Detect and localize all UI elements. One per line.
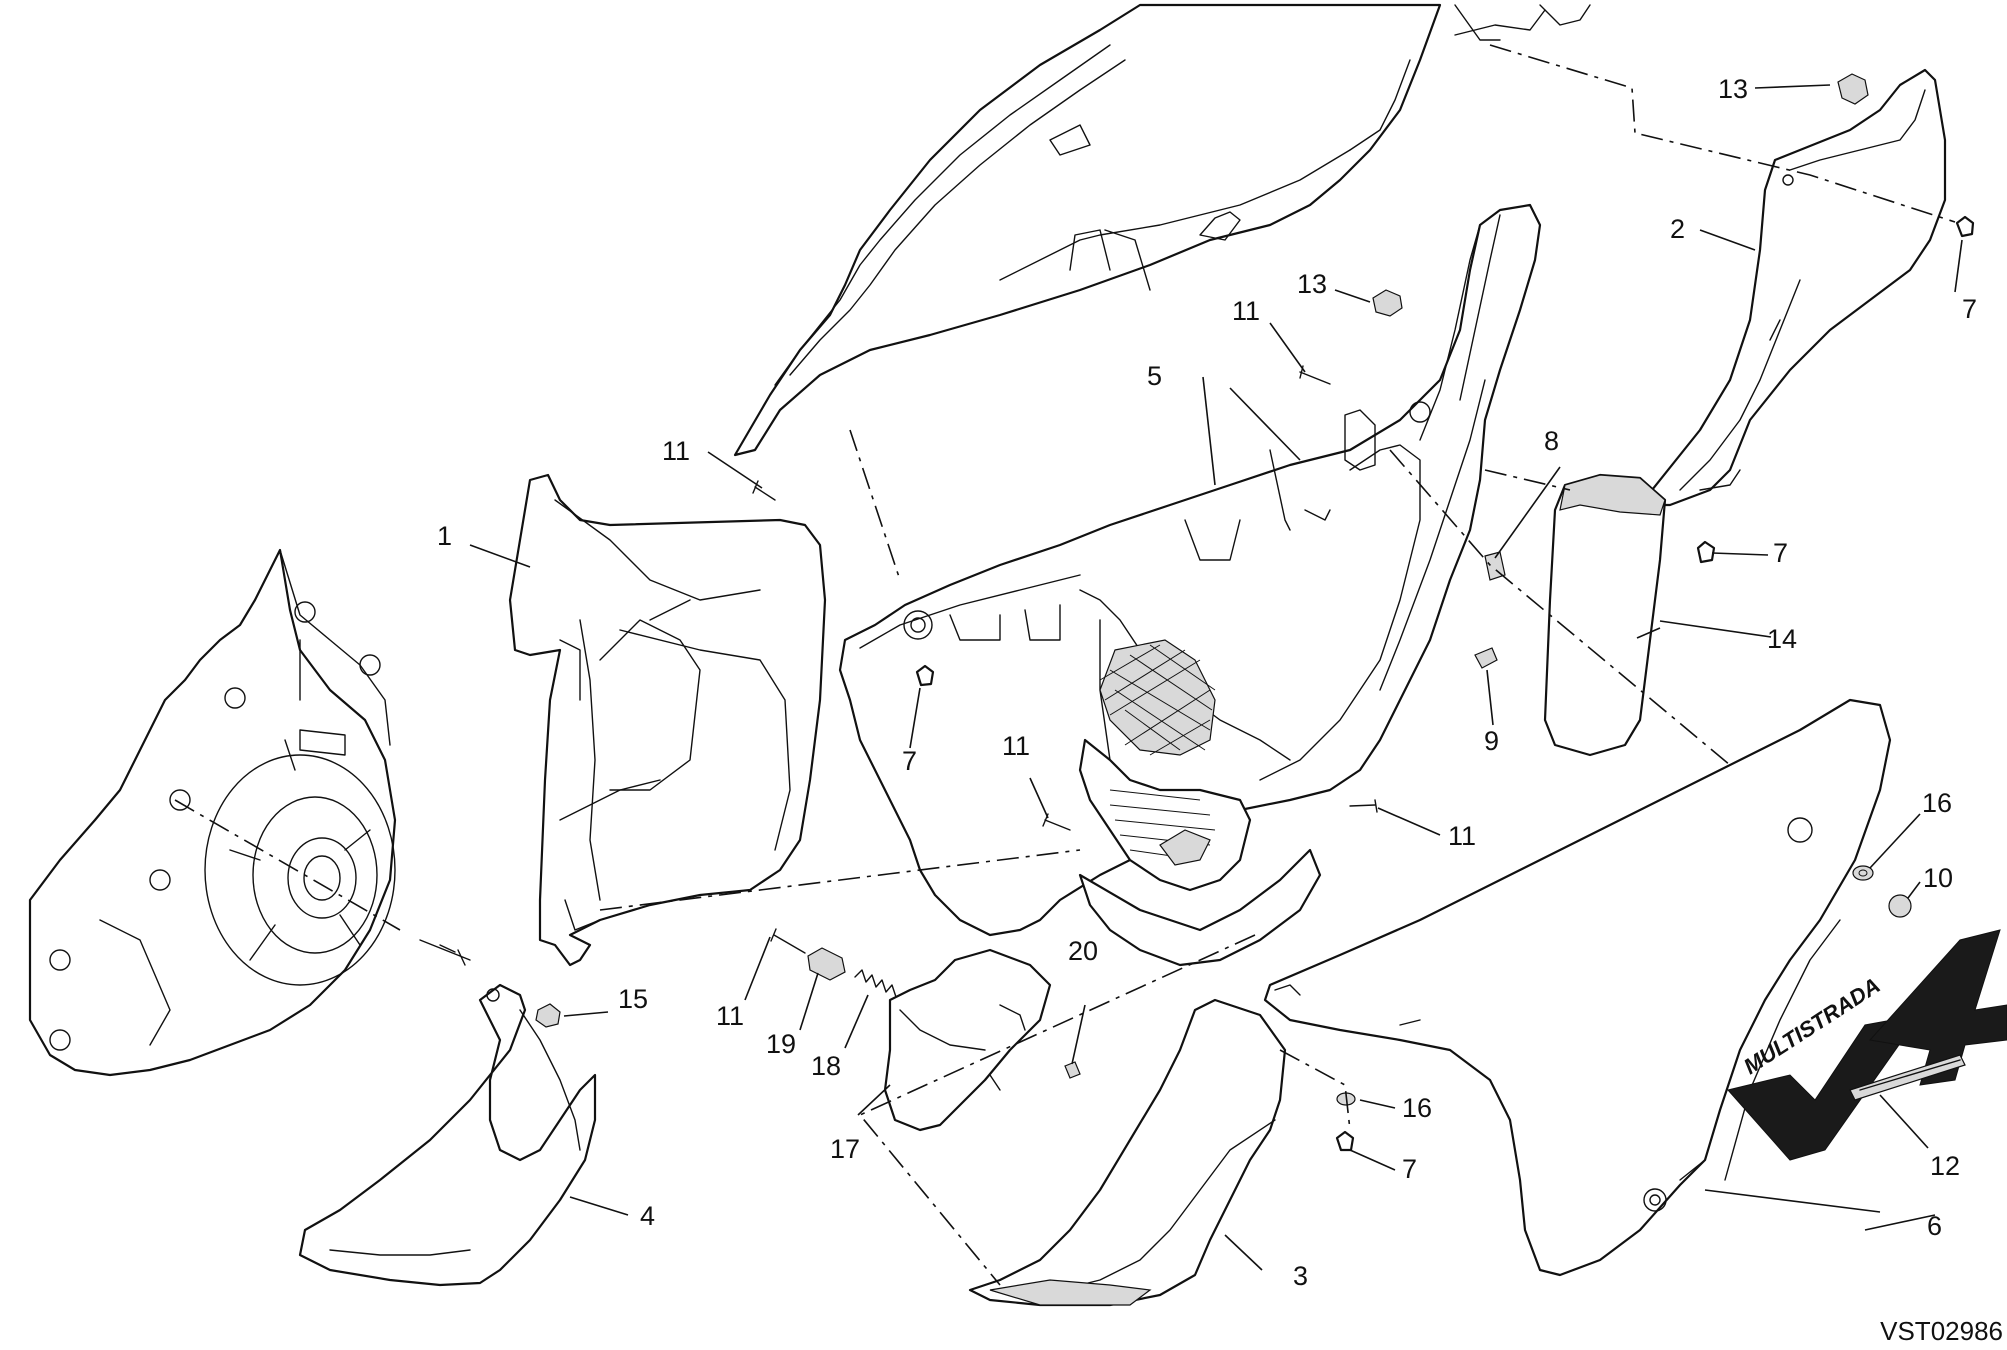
callout-11-e: 11 xyxy=(716,1001,744,1031)
callout-2: 2 xyxy=(1670,214,1685,244)
screw-10 xyxy=(1888,894,1912,918)
mesh-grille xyxy=(1099,639,1216,756)
callout-19: 19 xyxy=(766,1029,796,1059)
part-3-lower-middle-panel xyxy=(968,998,1287,1307)
stud-bolt xyxy=(419,939,471,966)
screw-7-right xyxy=(1696,540,1716,564)
callout-18: 18 xyxy=(811,1051,841,1081)
callout-13-mid: 13 xyxy=(1297,269,1327,299)
lower-vent xyxy=(1078,738,1252,892)
part-5-central-inner-fairing xyxy=(838,203,1542,967)
callout-7-low: 7 xyxy=(1402,1154,1417,1184)
clip-20 xyxy=(1064,1061,1081,1079)
spring-18 xyxy=(854,969,897,998)
callout-11-b: 11 xyxy=(662,436,690,466)
clip-9 xyxy=(1474,647,1498,669)
part-4-lower-left-panel xyxy=(298,983,597,1287)
part-14-side-pad xyxy=(1543,473,1667,757)
assembly-lines xyxy=(174,44,1956,1286)
rubber-grommet-13-top xyxy=(1837,73,1869,105)
callout-11-c: 11 xyxy=(1002,731,1030,761)
bolt-11-e xyxy=(770,928,806,954)
callout-17: 17 xyxy=(830,1134,860,1164)
callout-5: 5 xyxy=(1147,361,1162,391)
callout-9: 9 xyxy=(1484,726,1499,756)
engine-side-cover xyxy=(28,548,397,1077)
bolt-11-b xyxy=(752,480,776,501)
bolt-11-a xyxy=(1299,365,1331,385)
callout-16-upper: 16 xyxy=(1922,788,1952,818)
nut-15 xyxy=(535,1003,561,1028)
callout-3: 3 xyxy=(1293,1261,1308,1291)
screw-7-top xyxy=(1955,215,1975,238)
callout-20: 20 xyxy=(1068,936,1098,966)
callout-15: 15 xyxy=(618,984,648,1014)
callout-6: 6 xyxy=(1927,1211,1942,1241)
callout-14: 14 xyxy=(1767,624,1797,654)
upper-fairing-panel xyxy=(733,3,1591,457)
callout-8: 8 xyxy=(1544,426,1559,456)
callout-16-lower: 16 xyxy=(1402,1093,1432,1123)
fasteners xyxy=(419,73,1975,1231)
callout-13-top: 13 xyxy=(1718,74,1748,104)
part-1-inner-panel xyxy=(508,473,827,967)
callout-7-right: 7 xyxy=(1773,538,1788,568)
callout-11-d: 11 xyxy=(1448,821,1476,851)
rubber-grommet-13-mid xyxy=(1372,289,1403,317)
callout-labels: 1 2 3 4 5 6 7 7 7 7 8 9 10 11 11 11 11 1… xyxy=(437,74,1977,1291)
screw-7-mid xyxy=(915,664,935,687)
drawing-code: VST02986 xyxy=(1880,1316,2003,1346)
part-2-upper-side-panel xyxy=(1638,68,1947,507)
bolt-11-d xyxy=(1349,799,1378,813)
leader-lines xyxy=(469,84,1963,1271)
screw-7-low xyxy=(1335,1130,1355,1152)
callout-4: 4 xyxy=(640,1201,655,1231)
callout-11-a: 11 xyxy=(1232,296,1260,326)
decal-model-number: V4 xyxy=(0,0,2,1)
callout-12: 12 xyxy=(1930,1151,1960,1181)
washer-16-upper xyxy=(1852,865,1874,881)
spacer-19 xyxy=(807,947,846,981)
callout-7-mid: 7 xyxy=(902,746,917,776)
callout-1: 1 xyxy=(437,521,452,551)
callout-7-top: 7 xyxy=(1962,294,1977,324)
callout-10: 10 xyxy=(1923,863,1953,893)
